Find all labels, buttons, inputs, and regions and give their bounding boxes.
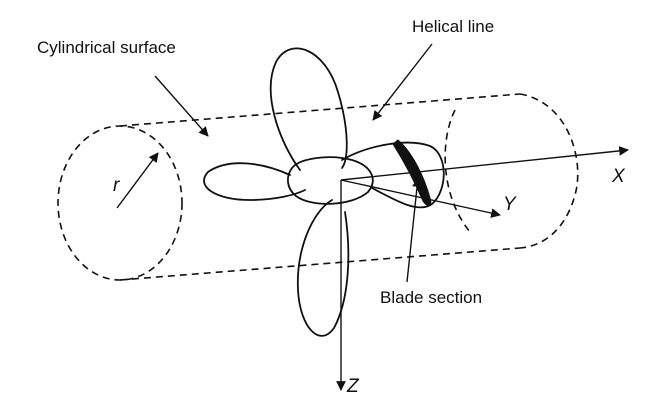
coordinate-axes: X Y Z <box>336 146 629 397</box>
cylinder-bottom-edge <box>119 247 521 281</box>
blade-bottom <box>296 199 350 337</box>
y-axis <box>340 179 501 218</box>
cylinder-top-edge <box>119 93 521 127</box>
blade-section-label: Blade section <box>380 288 482 307</box>
cylindrical-surface-leader <box>154 75 209 137</box>
z-axis-label: Z <box>346 376 360 397</box>
cylindrical-surface <box>57 93 579 281</box>
cylindrical-surface-label: Cylindrical surface <box>37 38 176 57</box>
cylinder-far-end-arc <box>519 93 579 249</box>
hub <box>287 156 374 205</box>
x-axis <box>340 146 629 181</box>
blade-top <box>269 47 348 171</box>
x-axis-label: X <box>611 166 626 187</box>
blade-left <box>203 162 306 201</box>
y-axis-label: Y <box>503 194 517 215</box>
helical-line-leader <box>372 43 433 121</box>
cylinder-far-end-inner-arc <box>444 109 471 233</box>
blade-section-leader <box>406 177 422 283</box>
radius-arrow <box>116 152 159 209</box>
radius-label: r <box>113 175 120 196</box>
helical-line-label: Helical line <box>412 17 494 36</box>
